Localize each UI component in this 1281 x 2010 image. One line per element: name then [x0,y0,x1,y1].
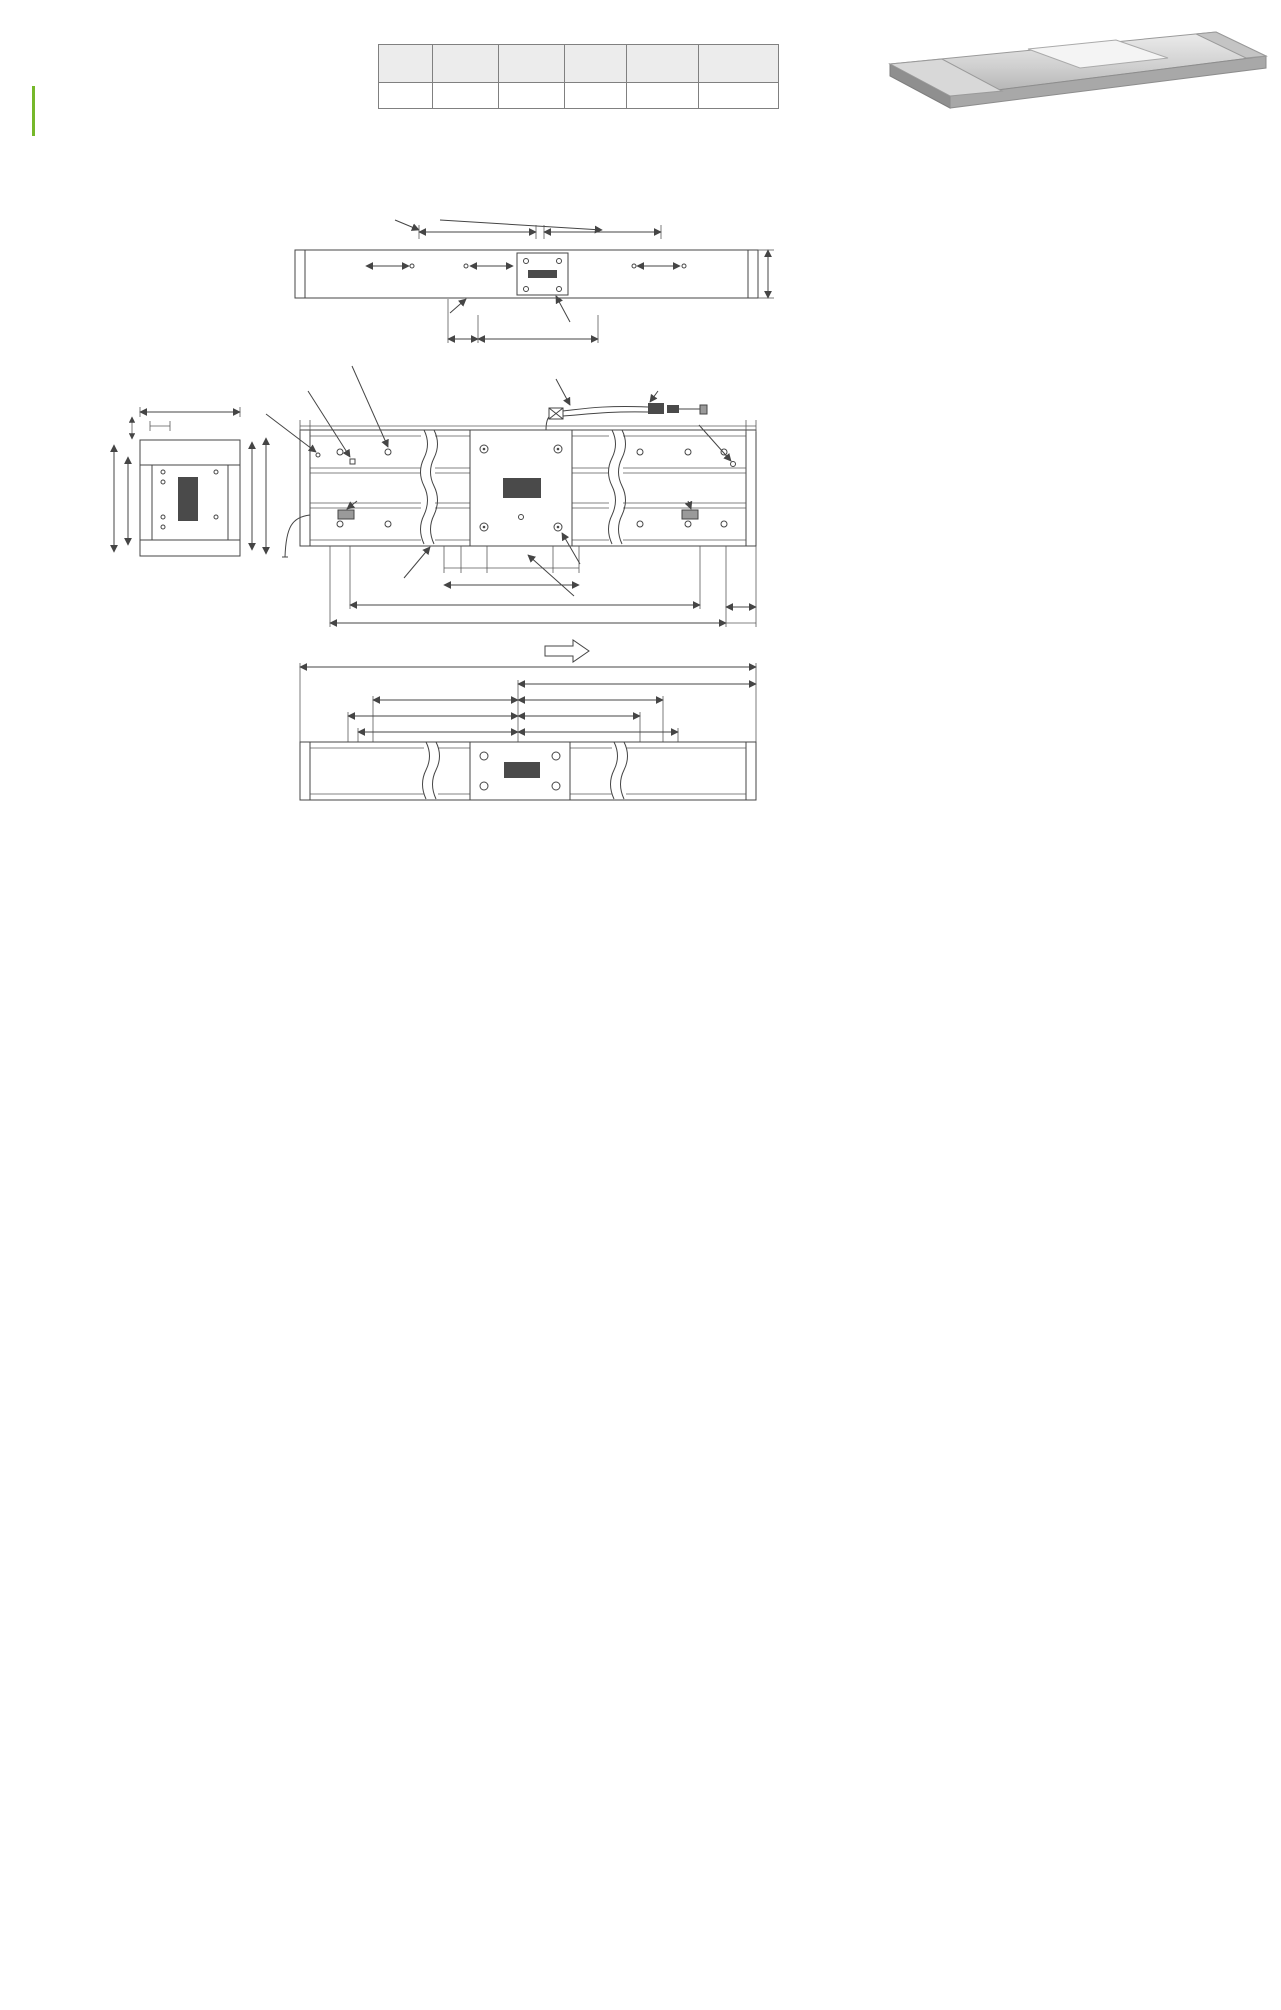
spec-header-cont-force [432,44,499,83]
chart-legend [680,1224,980,1240]
spec-header-motor-type [378,44,433,83]
chart-plot-eccentric-load [680,1244,980,1452]
chart-load-acceleration [20,1215,320,1457]
top-view-drawing [294,219,774,343]
spec-header-stroke [698,44,779,83]
chart-plot-stroke-velocity [350,1244,650,1452]
spec-header-row [378,44,779,83]
chart-plot-load-acceleration [20,1244,320,1452]
model-block [20,86,45,136]
spec-max-speed [564,82,627,109]
technical-drawing [110,219,774,801]
green-divider [32,86,35,136]
spec-peak-force [498,82,565,109]
spec-header-peak-force [498,44,565,83]
spec-header-max-speed [564,44,627,83]
spec-header-moving-mass [626,44,699,83]
spec-moving-mass [626,82,699,109]
spec-motor-type [378,82,433,109]
plan-view-drawing [265,365,757,663]
cross-section-drawing [110,407,270,557]
chart-legend [20,1224,320,1240]
chart-legend [350,1224,650,1240]
chart-eccentric-load [680,1215,980,1457]
chart-stroke-velocity [350,1215,650,1457]
spec-cont-force [432,82,499,109]
product-photo [888,31,1268,109]
spec-value-row [378,82,779,109]
spec-stroke [698,82,779,109]
stroke-view-drawing [299,663,757,801]
spec-table [378,44,779,109]
